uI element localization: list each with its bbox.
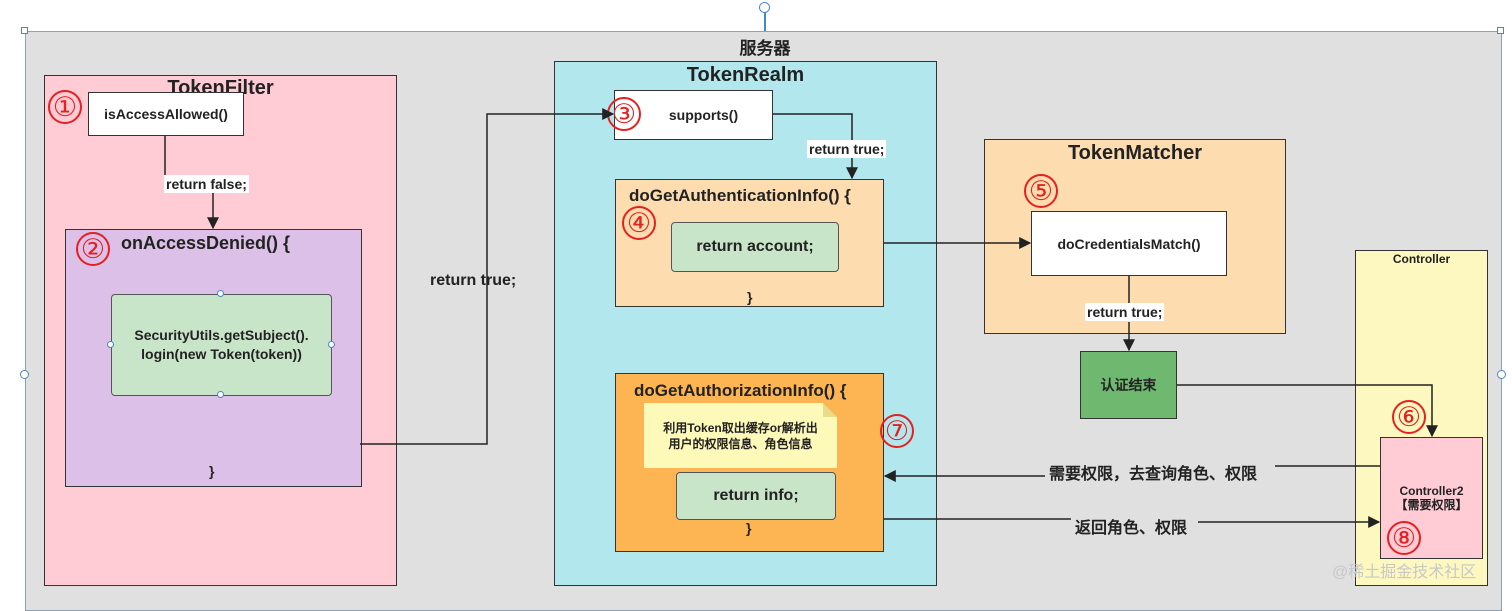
login-box-handle-left[interactable] — [107, 341, 114, 348]
step-4-badge: ④ — [622, 206, 656, 240]
authentication-info-title: doGetAuthenticationInfo() { — [629, 186, 851, 205]
login-box-handle-top[interactable] — [217, 290, 224, 297]
authentication-info-close-brace: } — [747, 289, 753, 305]
top-connector-line — [764, 12, 766, 32]
resize-handle-left[interactable] — [20, 370, 29, 379]
top-rotate-handle[interactable] — [759, 2, 770, 13]
do-credentials-match-box[interactable]: doCredentialsMatch() — [1031, 211, 1227, 276]
on-access-denied-close-brace: } — [209, 463, 215, 479]
login-box-handle-right[interactable] — [328, 341, 335, 348]
controller2-name: Controller2 — [1399, 484, 1464, 498]
arrow-supports-to-auth-info — [773, 113, 853, 140]
login-call-line1: SecurityUtils.getSubject(). — [134, 327, 309, 343]
step-3-badge: ③ — [607, 97, 641, 131]
note-line1: 利用Token取出缓存or解析出 — [663, 420, 818, 435]
on-access-denied-title: onAccessDenied() { — [121, 233, 291, 253]
authorization-info-close-brace: } — [746, 520, 752, 536]
note-line2: 用户的权限信息、角色信息 — [668, 436, 813, 451]
step-5-badge: ⑤ — [1024, 174, 1058, 208]
resize-handle-top-left[interactable] — [21, 27, 28, 34]
step-6-badge: ⑥ — [1392, 400, 1426, 434]
resize-handle-right[interactable] — [1497, 370, 1506, 379]
arrow-auth-end-to-controller2 — [1177, 384, 1438, 438]
login-call-box[interactable]: SecurityUtils.getSubject(). login(new To… — [111, 294, 332, 396]
credentials-return-true-label: return true; — [1085, 303, 1165, 321]
step-2-badge: ② — [76, 232, 110, 266]
authorization-info-title: doGetAuthorizationInfo() { — [634, 381, 847, 400]
step-7-badge: ⑦ — [880, 414, 914, 448]
watermark: @稀土掘金技术社区 — [1332, 564, 1477, 581]
need-permission-label: 需要权限，去查询角色、权限 — [1047, 460, 1260, 484]
return-roles-label: 返回角色、权限 — [1073, 514, 1190, 538]
note-fold-corner — [823, 403, 837, 417]
note-box[interactable]: 利用Token取出缓存or解析出 用户的权限信息、角色信息 — [644, 403, 837, 468]
arrows-layer — [164, 108, 1438, 528]
return-false-label: return false; — [164, 175, 249, 193]
auth-end-box[interactable]: 认证结束 — [1080, 351, 1177, 419]
return-account-box[interactable]: return account; — [671, 222, 839, 272]
server-title: 服务器 — [739, 39, 791, 58]
arrow-denied-to-supports — [360, 108, 615, 445]
step-1-badge: ① — [48, 90, 82, 124]
step-8-badge: ⑧ — [1387, 521, 1421, 555]
login-call-line2: login(new Token(token)) — [141, 346, 302, 362]
token-matcher-title: TokenMatcher — [1067, 142, 1203, 164]
controller2-note: 【需要权限】 — [1395, 498, 1468, 512]
token-realm-title: TokenRealm — [686, 64, 805, 86]
supports-return-true-label: return true; — [807, 140, 887, 158]
resize-handle-top-right[interactable] — [1497, 27, 1504, 34]
return-info-box[interactable]: return info; — [676, 472, 836, 520]
controller-title: Controller — [1392, 252, 1451, 266]
return-true-left-label: return true; — [428, 272, 519, 290]
login-box-handle-bottom[interactable] — [217, 391, 224, 398]
is-access-allowed-box[interactable]: isAccessAllowed() — [88, 92, 244, 136]
